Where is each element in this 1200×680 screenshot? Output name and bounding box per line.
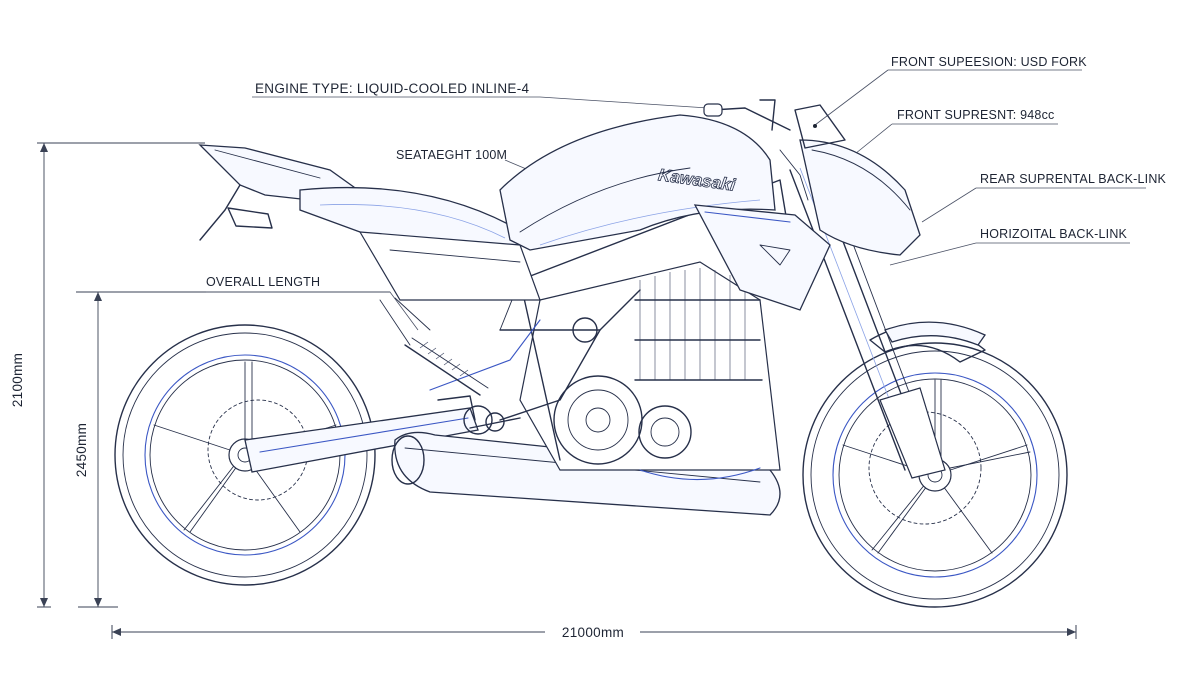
seat-height-label: SEATAEGHT 100M <box>396 148 507 162</box>
front-fender <box>884 321 986 346</box>
height-inner-label: 2450mm <box>74 423 89 477</box>
engine-type-label: ENGINE TYPE: LIQUID-COOLED INLINE-4 <box>255 81 530 96</box>
dimension-length <box>111 625 1077 639</box>
front-displacement-label: FRONT SUPRESNT: 948cc <box>897 108 1054 122</box>
length-label: 21000mm <box>562 625 624 640</box>
footpegs <box>437 395 521 432</box>
handlebar <box>703 99 809 201</box>
overall-length-leader <box>206 291 419 331</box>
height-outer-label: 2100mm <box>10 353 25 407</box>
engine-type-leader <box>252 96 709 109</box>
horizontal-link-leader <box>889 242 1130 266</box>
side-panel <box>358 231 541 301</box>
swingarm <box>244 405 493 473</box>
overall-length-label: OVERALL LENGTH <box>206 275 320 289</box>
dimension-height-outer <box>37 142 205 608</box>
fuel-tank: Kawasaki <box>499 114 776 251</box>
front-displacement-leader <box>849 123 1058 159</box>
rear-suspension-label: REAR SUPRENTAL BACK-LINK <box>980 172 1167 186</box>
radiator-shroud <box>693 204 831 311</box>
front-suspension-label: FRONT SUPEESION: USD FORK <box>891 55 1087 69</box>
rear-suspension-leader <box>921 187 1146 223</box>
engine <box>519 261 781 481</box>
horizontal-link-label: HORIZOITAL BACK-LINK <box>980 227 1128 241</box>
front-wheel <box>802 342 1068 608</box>
headlight-cowl <box>794 104 921 256</box>
rear-shock <box>404 337 489 396</box>
